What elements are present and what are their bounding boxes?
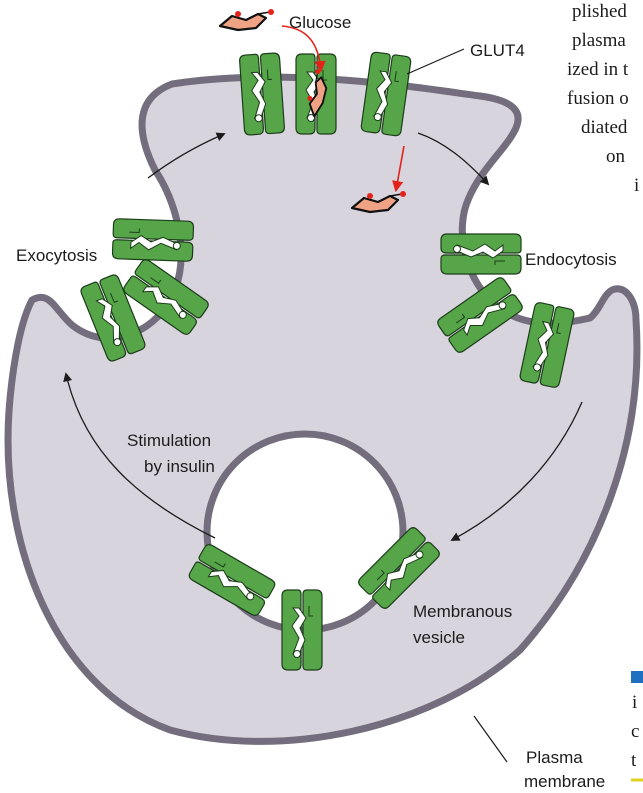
- book-text-line: i: [634, 175, 639, 196]
- book-text-line: diated: [581, 117, 628, 138]
- glucose-molecule-outside: [220, 9, 274, 30]
- glut4-transporter: [112, 219, 193, 262]
- caption-marker: [631, 671, 643, 683]
- label-membrane: membrane: [524, 772, 605, 791]
- book-text-line: ized in t: [567, 59, 629, 80]
- label-by-insulin: by insulin: [144, 457, 215, 476]
- caption-text-line: c: [631, 721, 639, 742]
- caption-text-line: i: [632, 692, 637, 713]
- label-glucose: Glucose: [289, 13, 351, 32]
- label-stimulation: Stimulation: [127, 431, 211, 450]
- plasma-membrane-leader-line: [474, 716, 507, 762]
- book-text-line: plished: [572, 1, 627, 22]
- book-text-line: on: [606, 146, 626, 167]
- glut4-leader-line: [407, 49, 464, 74]
- book-text-line: fusion o: [567, 88, 629, 109]
- label-membranous: Membranous: [413, 602, 512, 621]
- label-vesicle: vesicle: [413, 628, 465, 647]
- book-text-line: plasma: [572, 30, 626, 51]
- caption-text-line: t: [631, 750, 637, 771]
- label-glut4: GLUT4: [470, 41, 525, 60]
- label-endocytosis: Endocytosis: [525, 250, 617, 269]
- label-plasma: Plasma: [526, 748, 583, 767]
- label-exocytosis: Exocytosis: [16, 246, 97, 265]
